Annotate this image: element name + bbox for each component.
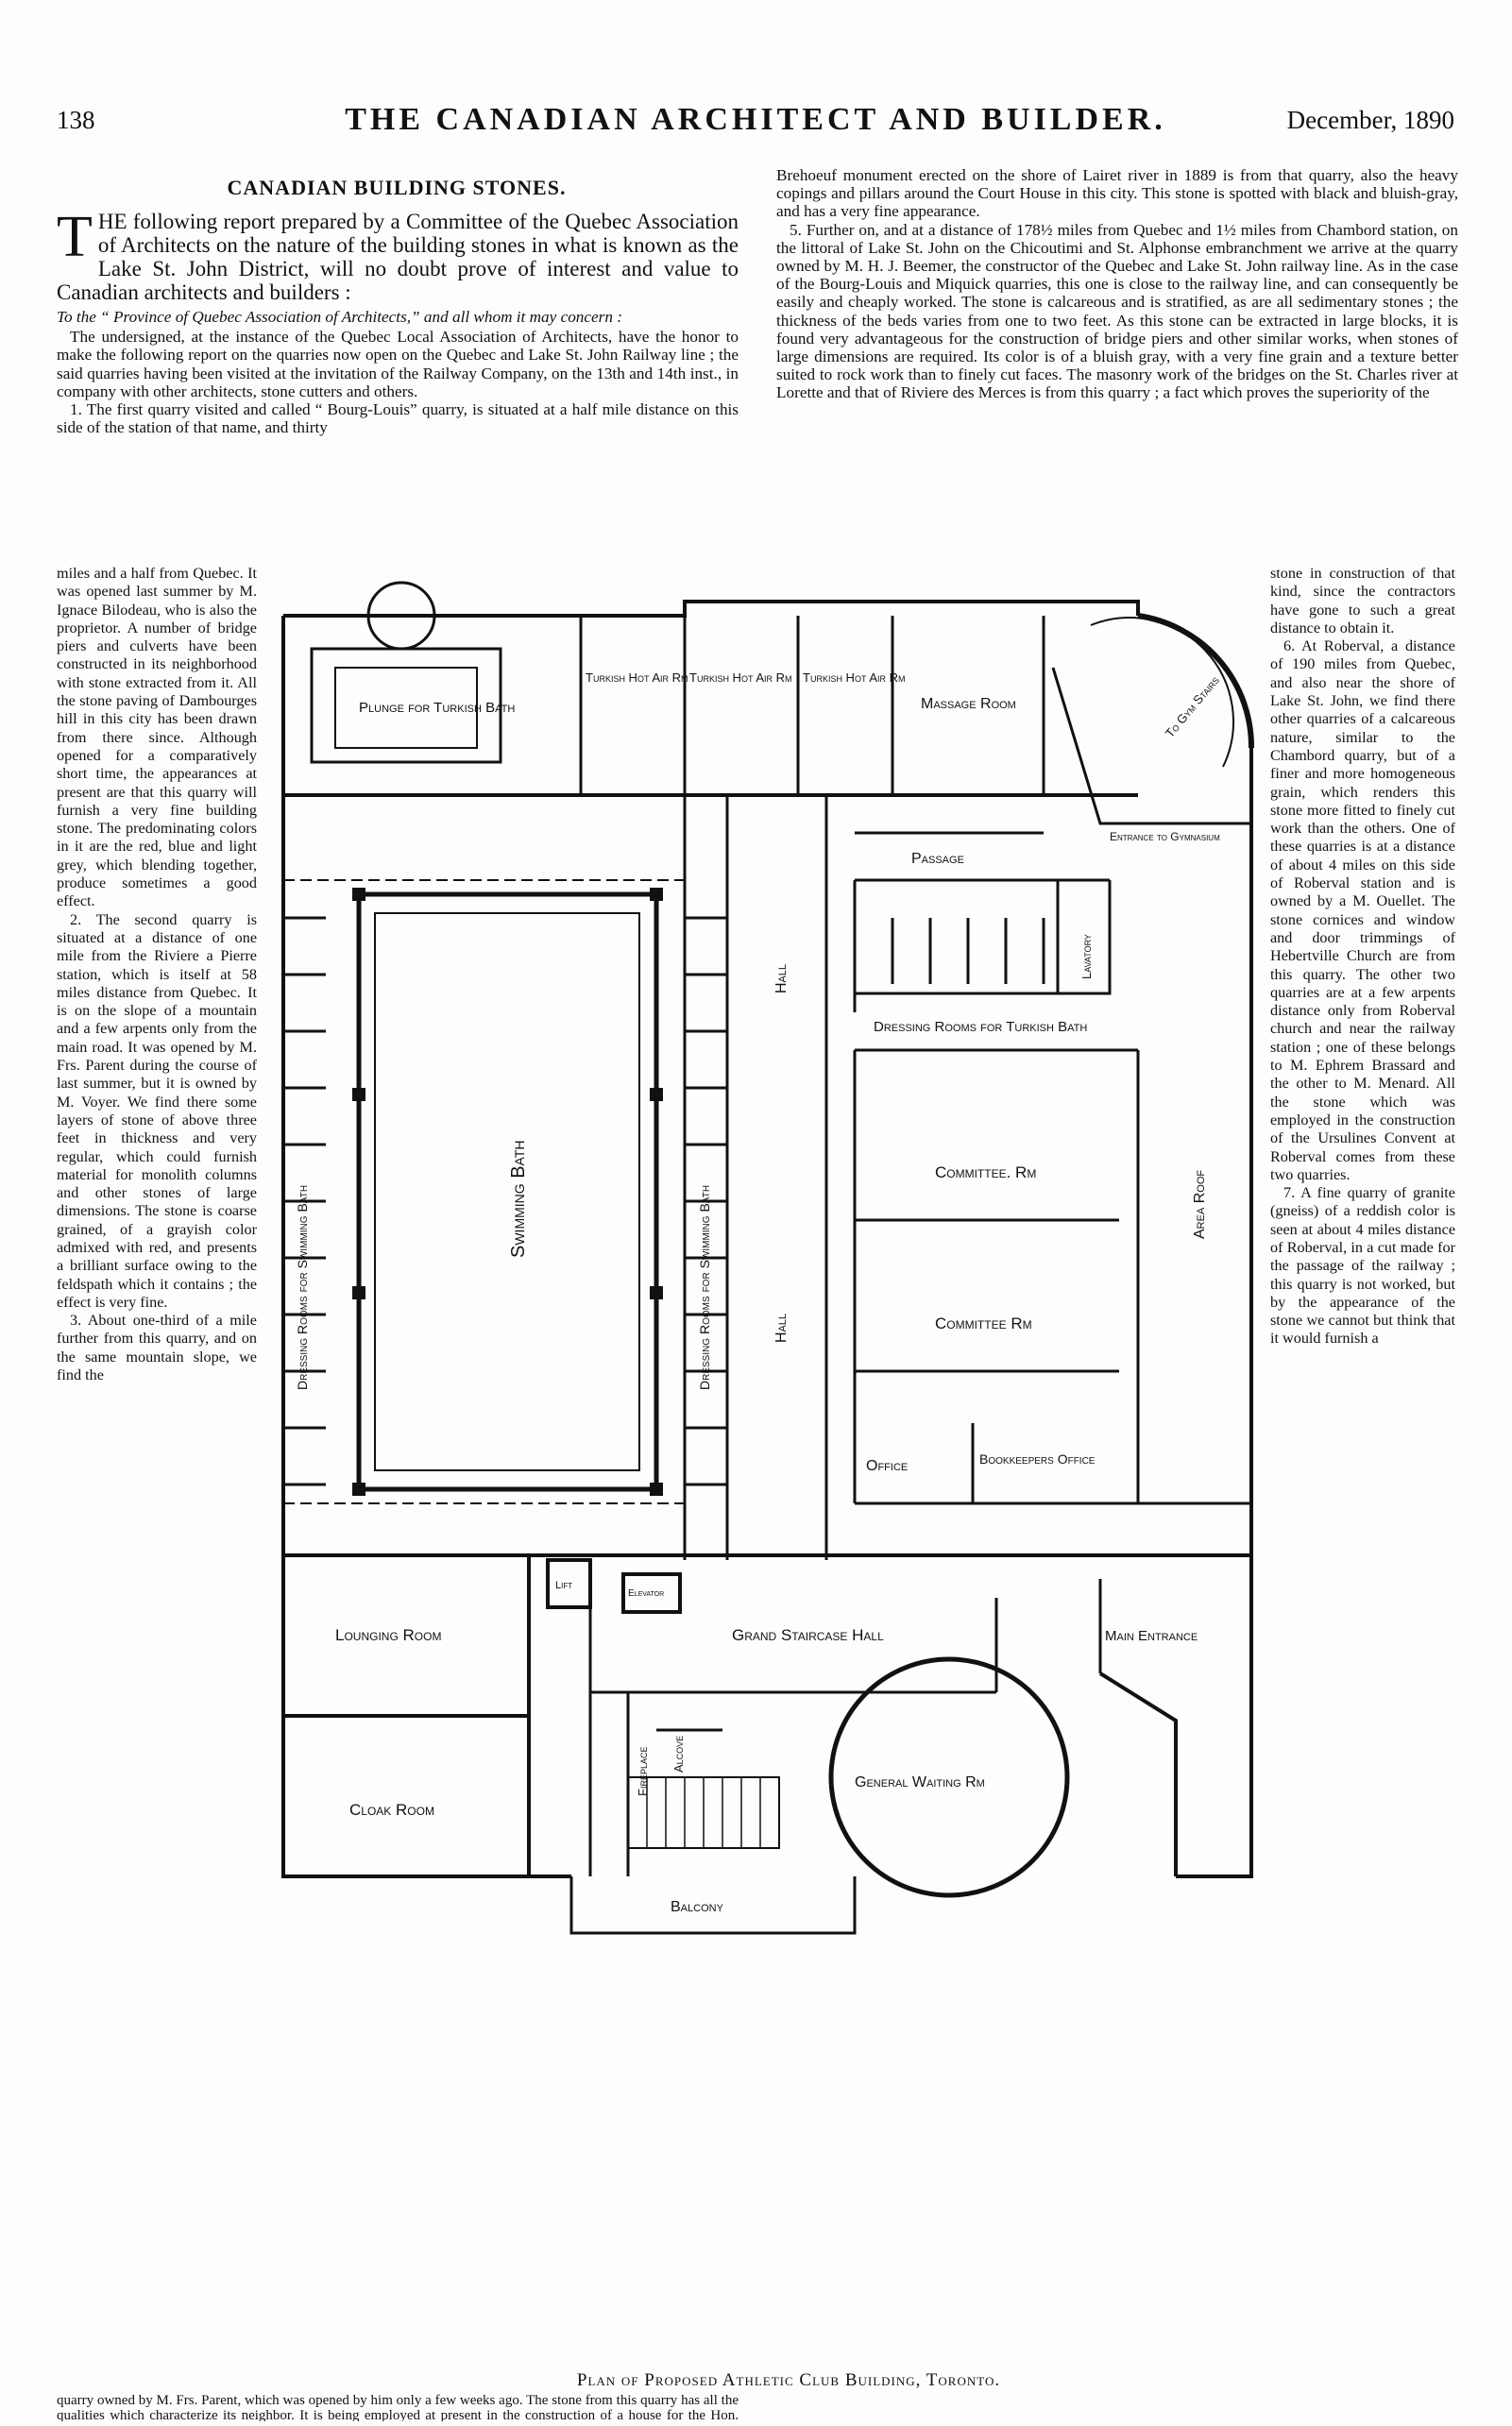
issue-date: December, 1890 (1286, 106, 1454, 134)
room-committee-2: Committee Rm (935, 1315, 1032, 1332)
paragraph-2: 2. The second quarry is situated at a di… (57, 910, 257, 1311)
room-lavatory: Lavatory (1079, 934, 1094, 979)
paragraph-4-cont: Brehoeuf monument erected on the shore o… (776, 166, 1458, 221)
room-area-roof: Area Roof (1192, 1170, 1208, 1239)
drop-cap: T (57, 205, 93, 269)
paragraph-6: 6. At Roberval, a distance of 190 miles … (1270, 637, 1455, 1183)
floor-plan-drawing: Plunge for Turkish Bath Turkish Hot Air … (281, 581, 1255, 1935)
paragraph-5-narrow: stone in construction of that kind, sinc… (1270, 565, 1455, 636)
paragraph-3-narrow: 3. About one-third of a mile further fro… (57, 1312, 257, 1384)
room-hot-air-1: Turkish Hot Air Rm (586, 670, 688, 685)
room-bookkeepers: Bookkeepers Office (979, 1451, 1096, 1467)
room-alcove: Alcove (671, 1736, 686, 1773)
room-plunge: Plunge for Turkish Bath (359, 700, 515, 716)
room-passage: Passage (911, 851, 964, 867)
paragraph-3-rest: quarry owned by M. Frs. Parent, which wa… (57, 2393, 739, 2421)
paragraph-undersigned: The undersigned, at the instance of the … (57, 328, 739, 400)
room-hall-lower: Hall (773, 1314, 790, 1343)
room-dressing-swim-right: Dressing Rooms for Swimming Bath (697, 1185, 712, 1390)
room-main-entrance: Main Entrance (1105, 1628, 1198, 1644)
address-line: To the “ Province of Quebec Association … (57, 308, 622, 326)
room-office: Office (866, 1458, 908, 1474)
room-committee-1: Committee. Rm (935, 1163, 1036, 1181)
room-swimming-bath: Swimming Bath (508, 1140, 529, 1258)
room-dressing-swim-left: Dressing Rooms for Swimming Bath (295, 1185, 310, 1390)
left-narrow-column: miles and a half from Quebec. It was ope… (57, 565, 257, 1384)
room-hot-air-2: Turkish Hot Air Rm (689, 670, 792, 685)
article-title: CANADIAN BUILDING STONES. (227, 176, 567, 199)
left-column-bottom: quarry owned by M. Frs. Parent, which wa… (57, 2393, 739, 2421)
page-number: 138 (57, 106, 95, 134)
right-column-top: Brehoeuf monument erected on the shore o… (776, 166, 1458, 402)
paragraph-5: 5. Further on, and at a distance of 178½… (776, 220, 1458, 402)
floor-plan: Plunge for Turkish Bath Turkish Hot Air … (269, 559, 1261, 2361)
paragraph-7-narrow: 7. A fine quarry of granite (gneiss) of … (1270, 1184, 1455, 1348)
room-massage: Massage Room (921, 696, 1016, 712)
room-fireplace: Fireplace (636, 1747, 650, 1796)
room-cloak: Cloak Room (349, 1801, 434, 1819)
paragraph-1-top: 1. The first quarry visited and called “… (57, 400, 739, 437)
room-balcony: Balcony (671, 1899, 724, 1915)
plan-caption: Plan of Proposed Athletic Club Building,… (576, 2370, 1001, 2390)
room-hall-upper: Hall (773, 964, 790, 993)
room-elevator: Elevator (628, 1588, 664, 1599)
room-dressing-turkish: Dressing Rooms for Turkish Bath (874, 1019, 1087, 1035)
masthead: THE CANADIAN ARCHITECT AND BUILDER. (345, 102, 1166, 137)
room-grand-staircase: Grand Staircase Hall (732, 1626, 884, 1644)
room-lift: Lift (555, 1580, 572, 1591)
room-hot-air-3: Turkish Hot Air Rm (803, 670, 906, 685)
room-general-waiting: General Waiting Rm (855, 1774, 985, 1790)
room-lounging: Lounging Room (335, 1626, 441, 1644)
right-narrow-column: stone in construction of that kind, sinc… (1270, 565, 1455, 1349)
room-stairs: To Gym Stairs (1163, 673, 1222, 740)
page-header: 138 THE CANADIAN ARCHITECT AND BUILDER. … (57, 102, 1454, 149)
room-entrance-gym: Entrance to Gymnasium (1110, 830, 1220, 843)
paragraph-1-narrow: miles and a half from Quebec. It was ope… (57, 565, 257, 910)
